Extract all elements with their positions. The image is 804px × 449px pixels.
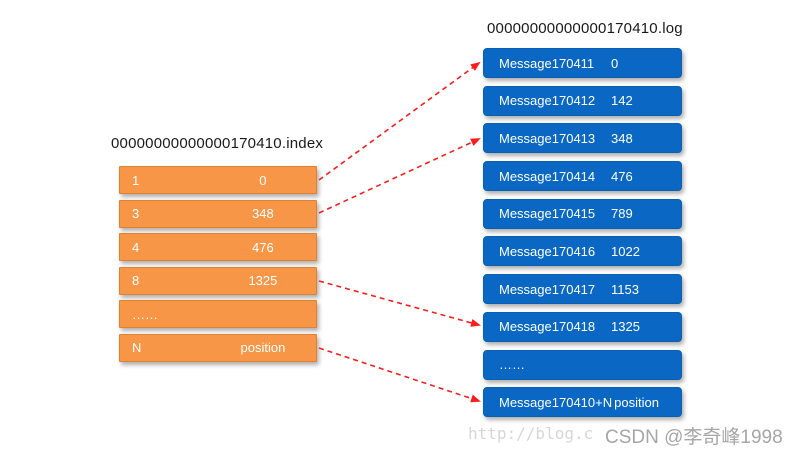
log-row: ……	[483, 349, 682, 380]
watermark-url-text: http://blog.c	[468, 424, 594, 443]
index-row: 4 476	[119, 233, 317, 262]
log-row-position: 476	[611, 168, 633, 184]
log-row-position: 789	[611, 206, 633, 222]
log-row: Message170413 348	[483, 123, 682, 154]
index-to-log-arrow	[318, 347, 481, 403]
index-row-offset: 8	[132, 273, 140, 289]
log-row-message: Message170415	[499, 206, 596, 222]
index-row-offset: N	[132, 340, 142, 356]
watermark-csdn-text: CSDN @李奇峰1998	[605, 427, 783, 448]
arrow-lines	[318, 61, 481, 403]
index-to-log-arrow	[318, 138, 481, 214]
index-row-position: position	[240, 340, 286, 356]
log-row-position: position	[614, 394, 659, 410]
log-row-message: ……	[499, 357, 525, 372]
index-row-position: 0	[259, 172, 267, 188]
log-row-position: 348	[611, 130, 633, 146]
log-row-message: Message170416	[499, 243, 596, 259]
index-row: 3 348	[119, 199, 317, 228]
log-row: Message170411 0	[483, 48, 682, 78]
index-row-offset: ……	[132, 306, 158, 322]
index-file-title: 00000000000000170410.index	[111, 135, 324, 152]
index-row: ……	[119, 300, 317, 329]
index-row-offset: 3	[132, 206, 140, 222]
log-row: Message170415 789	[483, 198, 682, 229]
watermark: http://blog.c CSDN @李奇峰1998	[0, 421, 804, 448]
log-row: Message170416 1022	[483, 236, 682, 267]
index-row-offset: 4	[132, 239, 140, 255]
index-row-position: 476	[252, 239, 274, 255]
log-row-message: Message170411	[499, 55, 595, 71]
log-row-message: Message170413	[499, 130, 596, 146]
log-row: Message170418 1325	[483, 311, 682, 342]
log-row-message: Message170414	[499, 168, 596, 184]
log-row-position: 1325	[611, 319, 640, 335]
log-row-message: Message170417	[499, 281, 596, 297]
index-row: 8 1325	[119, 266, 317, 295]
index-row-offset: 1	[132, 172, 140, 188]
index-row-position: 1325	[248, 273, 278, 289]
log-row-message: Message170412	[499, 93, 596, 109]
index-row-position: 348	[252, 206, 274, 222]
index-to-log-arrow	[318, 61, 481, 181]
log-row: Message170417 1153	[483, 274, 682, 305]
log-row-position: 1022	[611, 243, 640, 259]
log-row-position: 1153	[611, 281, 639, 297]
log-row: Message170412 142	[483, 85, 682, 116]
log-row-message: Message170410+N	[499, 394, 613, 410]
log-row-position: 142	[611, 93, 633, 109]
log-row: Message170414 476	[483, 161, 682, 192]
log-row-message: Message170418	[499, 319, 596, 335]
log-row-position: 0	[611, 55, 619, 71]
log-file-title: 00000000000000170410.log	[487, 20, 683, 37]
index-to-log-arrow	[318, 280, 481, 327]
